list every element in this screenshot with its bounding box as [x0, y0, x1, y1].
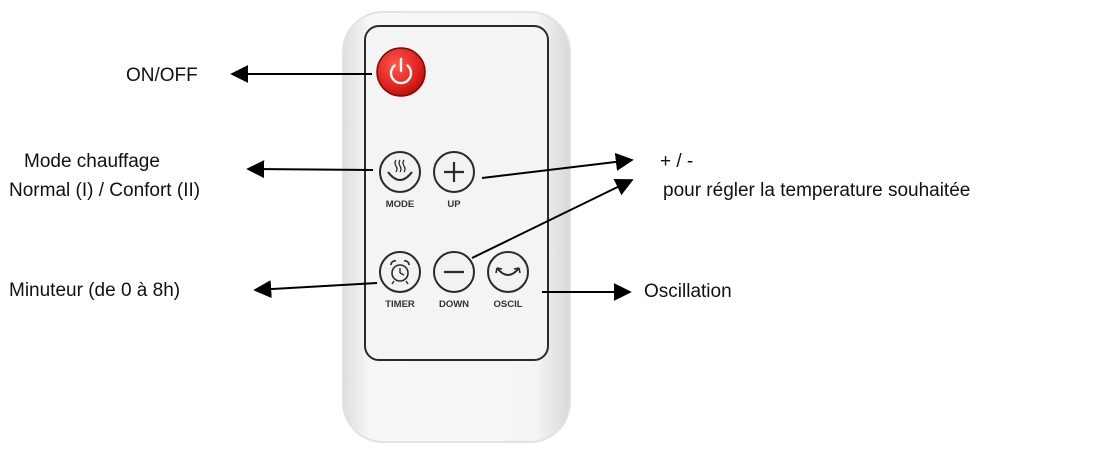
label-oscillation: Oscillation — [644, 281, 732, 302]
oscil-button[interactable]: OSCIL — [487, 251, 529, 310]
mode-button-label: MODE — [386, 199, 415, 210]
oscillation-icon — [495, 267, 521, 276]
plus-icon — [444, 162, 464, 182]
up-button-label: UP — [447, 199, 461, 210]
heat-icon — [387, 159, 413, 181]
label-plus-minus-line2: pour régler la temperature souhaitée — [663, 180, 971, 201]
arrow-timer — [253, 280, 378, 299]
label-mode-line1: Mode chauffage — [24, 151, 160, 172]
arrow-up — [481, 152, 634, 179]
up-button[interactable]: UP — [433, 151, 475, 210]
label-on-off: ON/OFF — [126, 65, 198, 86]
power-button[interactable] — [376, 47, 426, 97]
timer-button-label: TIMER — [385, 299, 415, 310]
label-mode-line2: Normal (I) / Confort (II) — [9, 180, 201, 201]
arrow-down — [471, 179, 634, 259]
timer-button[interactable]: TIMER — [379, 251, 421, 310]
alarm-clock-icon — [390, 260, 410, 285]
label-plus-minus-line1: + / - — [660, 151, 694, 172]
down-button-label: DOWN — [439, 299, 469, 310]
arrow-mode — [246, 160, 374, 179]
label-timer: Minuteur (de 0 à 8h) — [9, 280, 181, 301]
power-icon — [389, 57, 413, 85]
oscil-button-label: OSCIL — [493, 299, 522, 310]
down-button[interactable]: DOWN — [433, 251, 475, 310]
mode-button[interactable]: MODE — [379, 151, 421, 210]
